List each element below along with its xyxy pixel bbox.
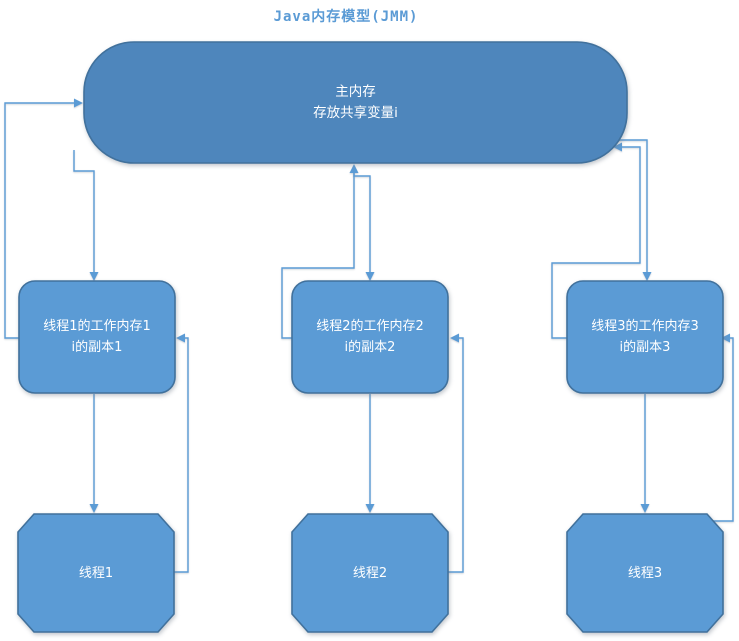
main-memory-shape [83, 41, 628, 164]
connector-main-to-wm3-arrow [619, 139, 652, 281]
working-memory-3-shape [566, 280, 724, 394]
connector-wm3-to-main-arrow [551, 142, 641, 339]
diagram-title: Java内存模型(JMM) [273, 9, 419, 25]
connector-thread3-to-wm3-arrow [711, 333, 734, 522]
connector-wm2-to-main-arrow [281, 164, 359, 339]
connector-thread1-to-wm1-arrow [174, 333, 189, 573]
thread-2-shape [291, 513, 449, 633]
connector-main-to-wm2-arrow [353, 169, 375, 281]
working-memory-2-shape [291, 280, 449, 394]
connector-wm1-to-main-arrow [4, 98, 83, 339]
connector-thread2-to-wm2-arrow [448, 333, 464, 573]
connector-main-to-wm1-arrow [73, 150, 99, 281]
thread-3-shape [566, 513, 724, 633]
thread-1-shape [17, 513, 175, 633]
working-memory-1-shape [18, 280, 176, 394]
